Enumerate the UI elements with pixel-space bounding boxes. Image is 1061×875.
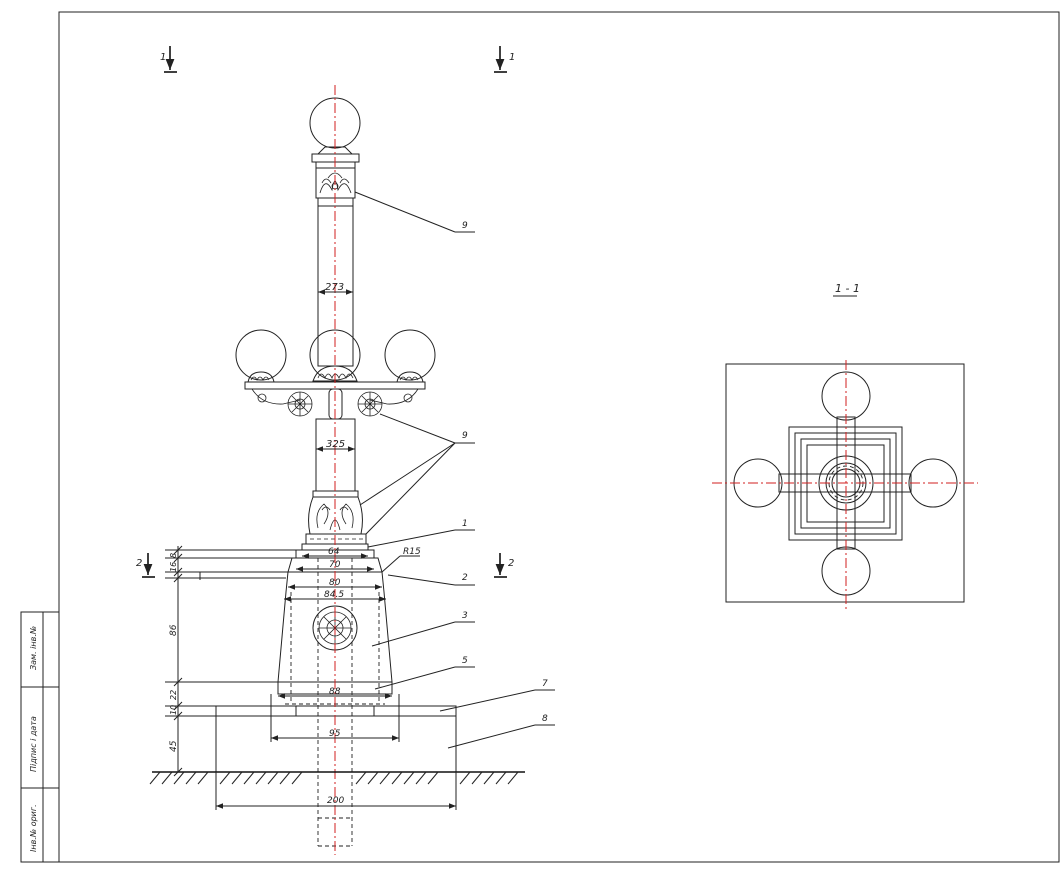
ground-line (149, 771, 525, 785)
dim-88: 88 (329, 687, 341, 697)
svg-text:1: 1 (160, 52, 166, 63)
section-view-1-1: 1 - 1 (712, 282, 978, 612)
dim-273: 273 (325, 282, 344, 293)
dim-v16: 16 (169, 562, 178, 572)
dim-84-5: 84.5 (324, 590, 344, 600)
callout-1: 1 (462, 519, 468, 529)
stamp-block: Зам. інв.№ Підпис і дата Інв.№ ориг. (20, 611, 60, 863)
dim-200: 200 (327, 796, 344, 806)
stamp-cell-original: Інв.№ ориг. (29, 804, 38, 852)
callout-9-mid: 9 (462, 431, 468, 441)
dim-v86: 86 (169, 624, 179, 636)
callout-8: 8 (542, 714, 548, 724)
section-mark-2-right: 2 (494, 553, 514, 578)
sheet-frame (58, 11, 1060, 863)
section-mark-1-right: 1 (494, 46, 515, 73)
callout-9-top: 9 (462, 221, 468, 231)
section-title: 1 - 1 (835, 282, 860, 295)
plan-globe-right (908, 458, 958, 508)
dim-95: 95 (329, 729, 341, 739)
right-globe (384, 329, 436, 381)
stamp-cell-signature: Підпис і дата (29, 716, 38, 772)
section-mark-1-left: 1 (160, 46, 177, 73)
dim-v22: 22 (169, 690, 178, 700)
horizontal-dimensions: 273 325 64 70 80 84.5 88 95 200 R15 (215, 282, 457, 810)
callouts: 9 9 1 2 3 5 7 8 (354, 191, 555, 749)
lamp-post-elevation (215, 85, 457, 855)
vertical-dimensions: 8 16 86 22 10 45 (165, 545, 302, 777)
dim-80: 80 (329, 578, 341, 588)
callout-5: 5 (462, 656, 468, 666)
foundation (215, 715, 457, 773)
callout-2: 2 (462, 573, 468, 583)
left-globe (235, 329, 287, 381)
dim-64: 64 (328, 547, 340, 557)
dim-325: 325 (326, 439, 345, 450)
dim-r15: R15 (403, 547, 421, 557)
callout-3: 3 (462, 611, 468, 621)
dim-70: 70 (329, 560, 341, 570)
svg-text:2: 2 (508, 558, 514, 569)
dim-v8: 8 (169, 553, 178, 558)
dim-v10: 10 (169, 705, 178, 715)
callout-7: 7 (542, 679, 548, 689)
section-mark-2-left: 2 (136, 553, 155, 578)
dim-v45: 45 (169, 740, 179, 752)
svg-text:1: 1 (509, 52, 515, 63)
svg-text:2: 2 (136, 558, 142, 569)
stamp-cell-replace: Зам. інв.№ (29, 626, 38, 670)
